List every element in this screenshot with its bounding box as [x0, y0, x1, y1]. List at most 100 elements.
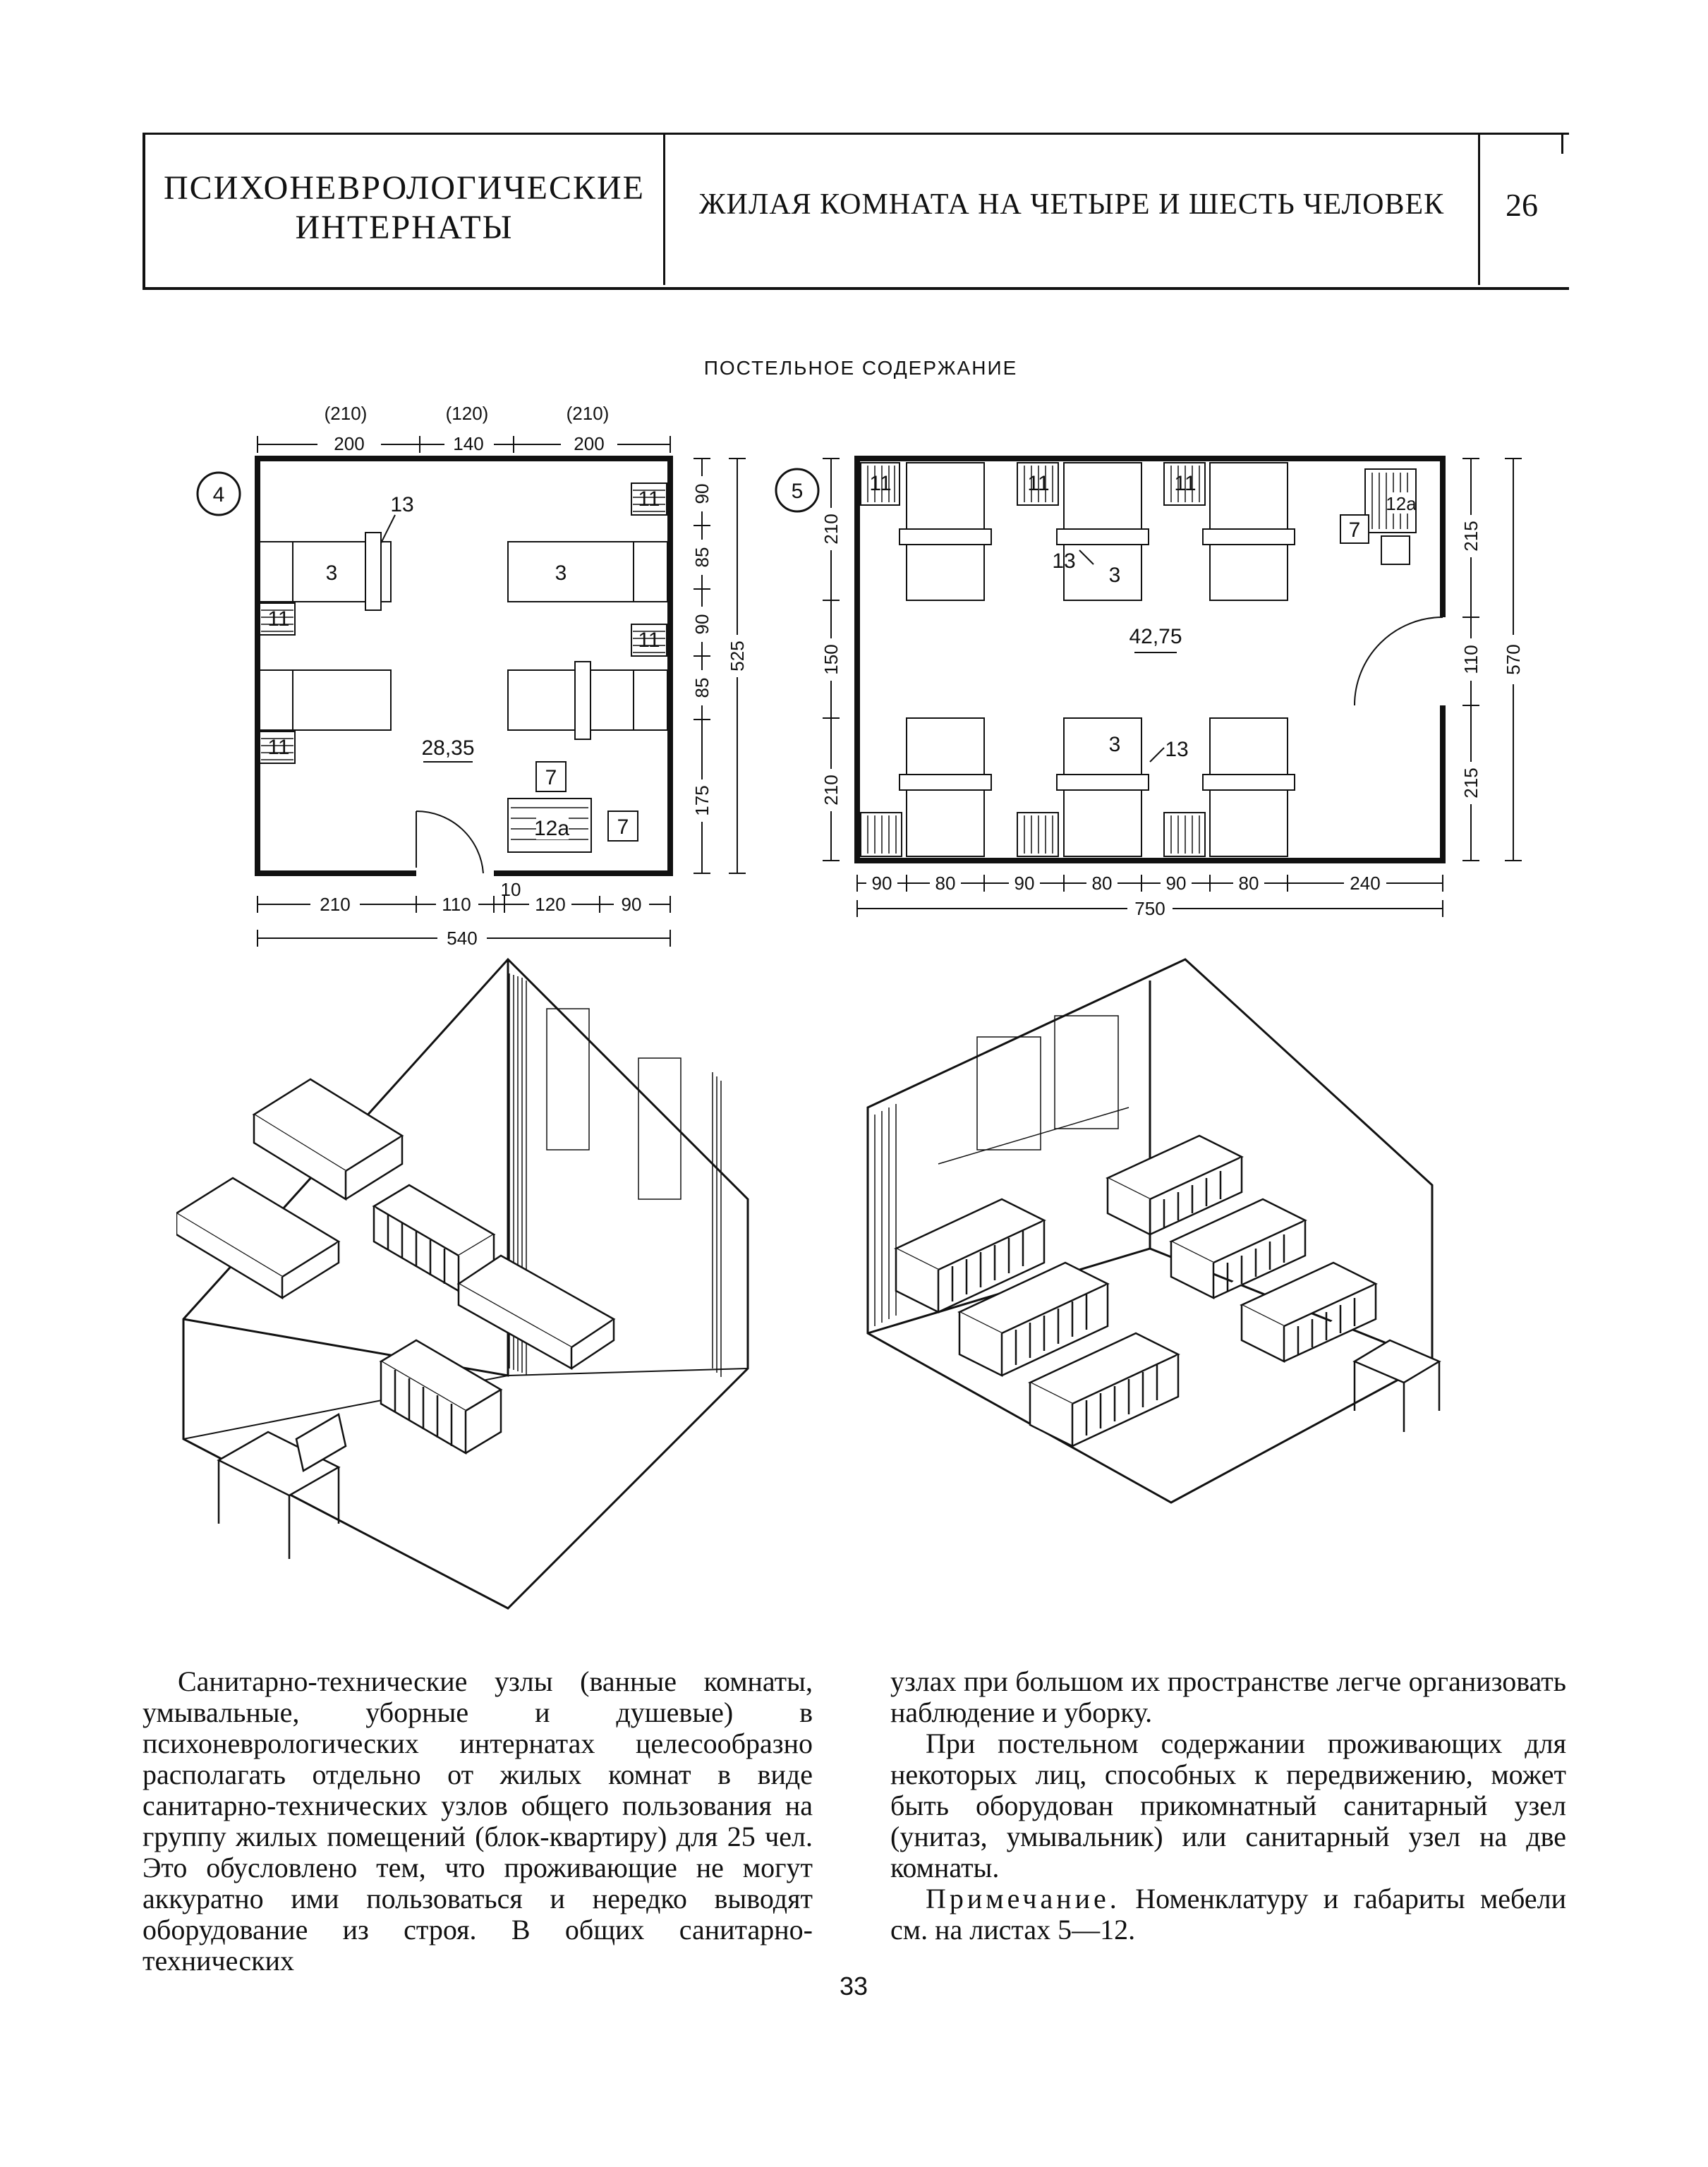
plan-5-dim: 215	[1460, 767, 1482, 798]
plan-5-dim: 150	[820, 644, 842, 674]
isometric-crib	[1028, 1332, 1180, 1448]
plan-4-marker-text: 4	[213, 483, 225, 506]
plan-5-chair	[1340, 514, 1369, 544]
plan-4-nightstand-label: 11	[638, 487, 660, 511]
col2-note: Примечание. Номенклатуру и габариты мебе…	[890, 1883, 1566, 1946]
header-left-line1: ПСИХОНЕВРОЛОГИЧЕСКИЕ	[164, 169, 645, 207]
plan-4-dim: 200	[334, 433, 364, 454]
text-column-1: Санитарно-технические узлы (ванные комна…	[143, 1665, 813, 1977]
plan-4-bed	[507, 661, 668, 740]
plan-5: 5 11 11 11 3 3 13	[775, 456, 1524, 919]
isometric-crib	[1240, 1261, 1378, 1364]
isometric-desk	[1352, 1339, 1441, 1432]
plan-5-table-label: 13	[1165, 738, 1188, 761]
plan-5-dim: 90	[1014, 873, 1035, 894]
plan-5-marker-text: 5	[792, 480, 804, 503]
plan-4-dim: 140	[453, 433, 483, 454]
plan-4-dim: 90	[691, 614, 713, 635]
isometric-bed	[456, 1254, 616, 1371]
plan-5-bed-label: 3	[1109, 564, 1121, 587]
isometric-room-5	[866, 958, 1441, 1504]
plan-4-dim: 110	[442, 894, 471, 915]
plan-5-area: 42,75	[1129, 625, 1182, 648]
plan-4-nightstand-label: 11	[638, 629, 660, 652]
plan-5-nightstand	[860, 462, 900, 506]
plan-5-dim: 90	[872, 873, 892, 894]
svg-text:7: 7	[617, 815, 629, 839]
svg-text:3: 3	[555, 562, 567, 585]
header-divider-1	[663, 133, 665, 285]
plan-5-dim: 210	[820, 775, 842, 805]
plan-4-dim: 525	[727, 641, 748, 671]
plan-4-bed	[259, 669, 392, 731]
header-left-title: ПСИХОНЕВРОЛОГИЧЕСКИЕ ИНТЕРНАТЫ	[145, 148, 663, 268]
isometric-desk	[217, 1413, 347, 1559]
col2-paragraph-1: узлах при большом их пространстве легче …	[890, 1665, 1566, 1728]
plan-5-nightstand-label: 11	[1174, 472, 1196, 495]
plan-5-dim: 80	[935, 873, 956, 894]
plan-5-desk: 12а	[1364, 468, 1417, 533]
plan-4-desk: 12а	[507, 798, 592, 853]
sheet-number: 26	[1506, 186, 1538, 223]
isometric-room-4	[176, 957, 749, 1610]
plan-5-dim: 80	[1092, 873, 1113, 894]
plan-5-dim: 240	[1350, 873, 1380, 894]
plan-4-dim: (210)	[567, 403, 610, 424]
page-number: 33	[839, 1972, 868, 2001]
isometric-crib	[372, 1184, 496, 1293]
plan-4-dim: 200	[574, 433, 604, 454]
plan-4-dim: 540	[447, 928, 477, 949]
plan-4-table-label: 13	[390, 493, 413, 516]
plan-4-dim: (120)	[446, 403, 489, 424]
header-left-line2: ИНТЕРНАТЫ	[295, 209, 514, 246]
plan-5-dim: 90	[1166, 873, 1187, 894]
col2-paragraph-2: При постельном содержании проживающих дл…	[890, 1728, 1566, 1883]
plan-4-bed: 3	[507, 541, 668, 602]
plan-5-dim: 570	[1503, 644, 1524, 674]
plan-5-table-label: 13	[1052, 550, 1075, 573]
isometric-bed	[252, 1078, 404, 1201]
svg-text:3: 3	[326, 562, 338, 585]
header-divider-2	[1478, 133, 1480, 285]
svg-text:12а: 12а	[534, 817, 569, 840]
header-right-rule	[1561, 133, 1563, 154]
plan-4-marker	[196, 471, 241, 516]
plan-4-dim: 90	[622, 894, 642, 915]
plan-5-dim: 215	[1460, 521, 1482, 551]
plan-4-bed: 3	[259, 532, 392, 611]
plan-5-dim: 210	[820, 514, 842, 544]
isometric-bed	[176, 1177, 341, 1300]
header-box	[143, 133, 1569, 290]
plan-4-dim: (210)	[325, 403, 368, 424]
plan-4-nightstand-label: 11	[267, 607, 289, 631]
plan-4-dim: 10	[501, 879, 521, 900]
svg-text:7: 7	[545, 766, 557, 789]
plan-4-dim: 85	[691, 678, 713, 698]
isometric-crib	[1106, 1134, 1244, 1237]
plan-4-nightstand-label: 11	[267, 736, 289, 759]
header-middle-title: ЖИЛАЯ КОМНАТА НА ЧЕТЫРЕ И ШЕСТЬ ЧЕЛОВЕК	[698, 188, 1445, 221]
plan-4-dim: 90	[691, 484, 713, 504]
svg-text:7: 7	[1349, 518, 1361, 542]
plan-4-dim: 175	[691, 785, 713, 815]
plan-5-dim: 110	[1460, 645, 1482, 674]
plan-4-dim: 85	[691, 547, 713, 568]
note-text: Номенклатуру и габариты мебели см. на ли…	[890, 1883, 1566, 1946]
plan-5-dim: 750	[1134, 898, 1165, 919]
plan-4-chair	[535, 761, 567, 792]
plan-4: 4 (210) (120) (210) 200 140 200 3 3	[196, 403, 748, 949]
isometric-crib	[894, 1198, 1046, 1314]
plan-5-nightstand-label: 11	[1027, 472, 1049, 495]
plan-5-dim: 80	[1239, 873, 1259, 894]
section-title: ПОСТЕЛЬНОЕ СОДЕРЖАНИЕ	[703, 357, 1018, 379]
svg-text:12а: 12а	[1386, 493, 1417, 514]
plan-5-nightstand-label: 11	[869, 472, 891, 495]
plan-4-area: 28,35	[421, 736, 474, 760]
plan-5-marker	[775, 468, 820, 513]
isometric-crib	[1169, 1198, 1307, 1300]
plan-4-chair	[607, 811, 638, 842]
plan-4-dim: 210	[320, 894, 350, 915]
note-label: Примечание.	[926, 1883, 1120, 1914]
plan-5-bed-label: 3	[1109, 733, 1121, 756]
text-column-2: узлах при большом их пространстве легче …	[890, 1666, 1566, 1946]
